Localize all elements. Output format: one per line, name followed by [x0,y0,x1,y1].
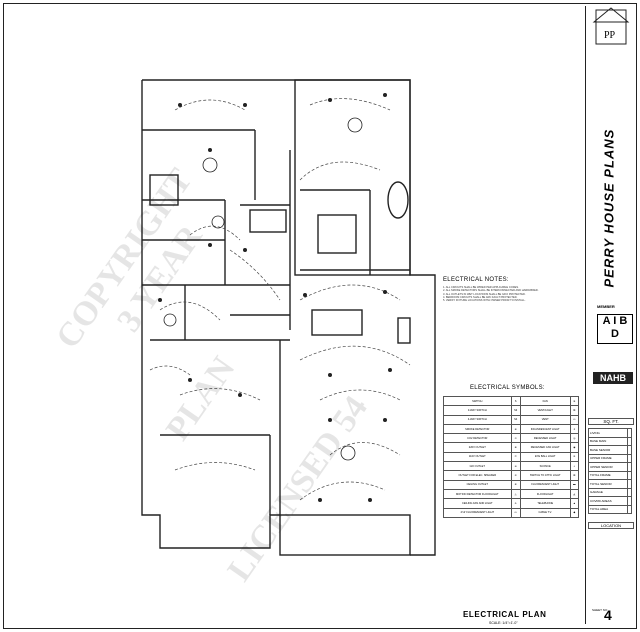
sqft-row: TOTAL FRAME [588,470,632,480]
sqft-value [626,470,632,480]
sqft-value [626,453,632,463]
sqft-row: BASE SENIOR [588,445,632,455]
sqft-value [626,428,632,438]
sqft-value [626,479,632,489]
sqft-value [626,436,632,446]
sqft-value [626,462,632,472]
electrical-notes-title: ELECTRICAL NOTES: [443,277,509,283]
sqft-label: UPPER FRAME [588,453,628,463]
sqft-row: UPPER FRAME [588,453,632,463]
electrical-notes: 1. ALL CIRCUITS SHALL BE WIRED PER APPLI… [443,286,579,302]
sqft-label: TOTAL FRAME [588,470,628,480]
sqft-label: GARAGE [588,487,628,497]
note-item: 2. ALL SMOKE DETECTORS SHALL BE INTERCON… [443,289,539,293]
note-item: 5. VERIFY FIXTURE LOCATIONS WITH OWNER P… [443,299,526,303]
note-item: 4. BEDROOM CIRCUITS SHALL BE ARC FAULT P… [443,295,518,299]
sqft-label: BASE MAIN [588,436,628,446]
plan-title: ELECTRICAL PLAN [463,610,547,619]
company-name: PERRY HOUSE PLANS [601,128,617,288]
symbol-glyph: ▭ [510,507,521,518]
sheet-label: SHEET NO. [592,608,609,612]
sqft-label: TOTAL AREA [588,504,628,514]
nahb-logo: NAHB [593,372,633,384]
sqft-row: COVRD AREAS [588,496,632,506]
sqft-label: BASE SENIOR [588,445,628,455]
sqft-value [626,504,632,514]
sqft-row: LIVING [588,428,632,438]
electrical-symbols-title: ELECTRICAL SYMBOLS: [470,385,545,391]
location-header: LOCATION [588,522,634,529]
sqft-value [626,487,632,497]
symbol-row: 4'x2' FLUORESCENT LIGHT▭CABLE T.V.◆ [443,507,580,518]
sheet-border [3,3,637,629]
sqft-label: LIVING [588,428,628,438]
member-label: MEMBER [597,304,615,309]
plan-scale: SCALE: 1/4"=1'-0" [489,621,518,625]
sqft-header: SQ. FT. [588,418,634,425]
sheet-number: 4 [604,607,612,623]
note-item: 3. ALL OUTLETS IN WET LOCATIONS SHALL BE… [443,292,526,296]
svg-text:PP: PP [604,30,616,41]
sqft-label: COVRD AREAS [588,496,628,506]
sqft-row: TOTAL SENIOR [588,479,632,489]
sqft-value [626,445,632,455]
aibd-logo: A I B D [597,314,633,344]
sqft-row: TOTAL AREA [588,504,632,514]
note-item: 1. ALL CIRCUITS SHALL BE WIRED PER APPLI… [443,286,519,289]
sqft-value [626,496,632,506]
sqft-row: UPPER SENIOR [588,462,632,472]
sqft-row: BASE MAIN [588,436,632,446]
symbol-glyph: ◆ [569,507,580,518]
sqft-label: UPPER SENIOR [588,462,628,472]
sqft-label: TOTAL SENIOR [588,479,628,489]
title-block [585,6,634,624]
sqft-row: GARAGE [588,487,632,497]
